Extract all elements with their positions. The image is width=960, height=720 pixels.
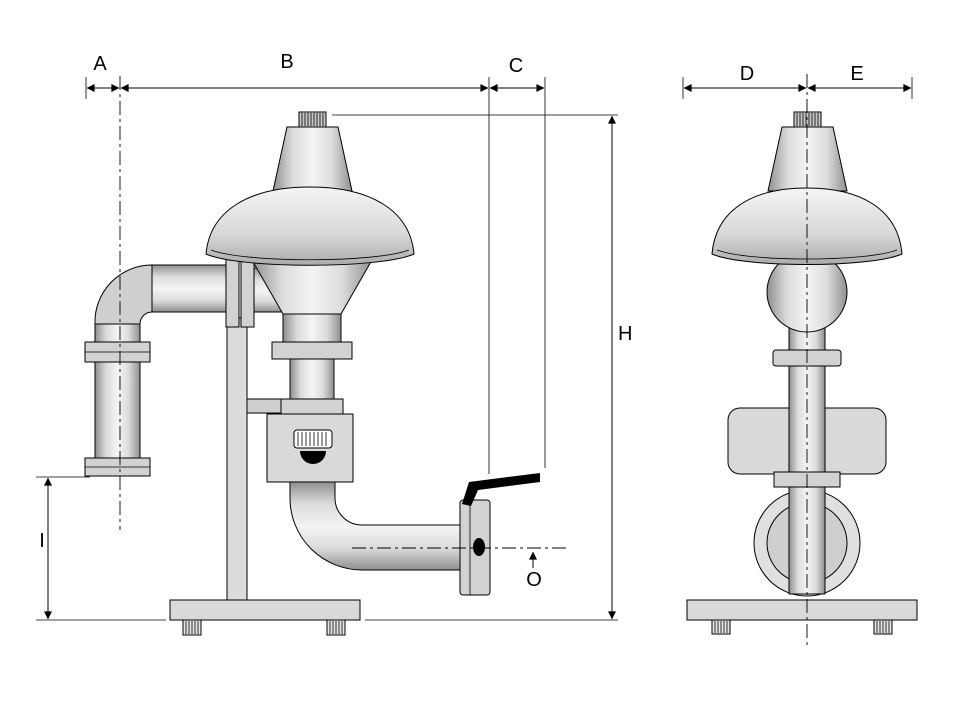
dim-label-e: E	[850, 63, 863, 85]
side-view	[84, 76, 568, 636]
front-view	[686, 74, 918, 648]
inlet-branch-pipe	[149, 264, 229, 313]
dim-label-d: D	[740, 63, 754, 85]
outlet-elbow-pipe	[289, 481, 461, 571]
dim-label-i: I	[39, 530, 45, 552]
outlet-bolt-hole	[473, 538, 485, 556]
dim-label-c: C	[509, 55, 523, 77]
bonnet	[272, 126, 353, 192]
inlet-elbow	[94, 264, 153, 325]
front-adjuster-cap	[793, 111, 822, 128]
front-bonnet	[767, 126, 848, 192]
tee-flange-pair	[225, 250, 255, 328]
front-base-plate	[686, 599, 918, 635]
meter-top-flange	[280, 398, 344, 416]
outlet-flange	[459, 499, 491, 596]
dim-label-h: H	[618, 323, 632, 345]
body-flange	[271, 341, 353, 360]
adjuster-cap	[298, 111, 327, 128]
dim-label-a: A	[93, 53, 107, 75]
body-pipe	[289, 358, 335, 402]
base-plate	[169, 599, 361, 636]
support-stand	[226, 317, 248, 603]
dimensions: A B C D E H I O	[36, 51, 913, 621]
inlet-upper-flange	[84, 341, 151, 363]
meter-box	[266, 413, 354, 483]
valve-handle	[462, 473, 540, 506]
meter-register	[293, 429, 333, 449]
diaphragm-dome	[205, 186, 415, 266]
meter-dial	[300, 451, 326, 464]
inlet-lower-flange	[84, 457, 151, 477]
dim-label-o: O	[526, 569, 542, 591]
dim-label-b: B	[280, 51, 293, 73]
